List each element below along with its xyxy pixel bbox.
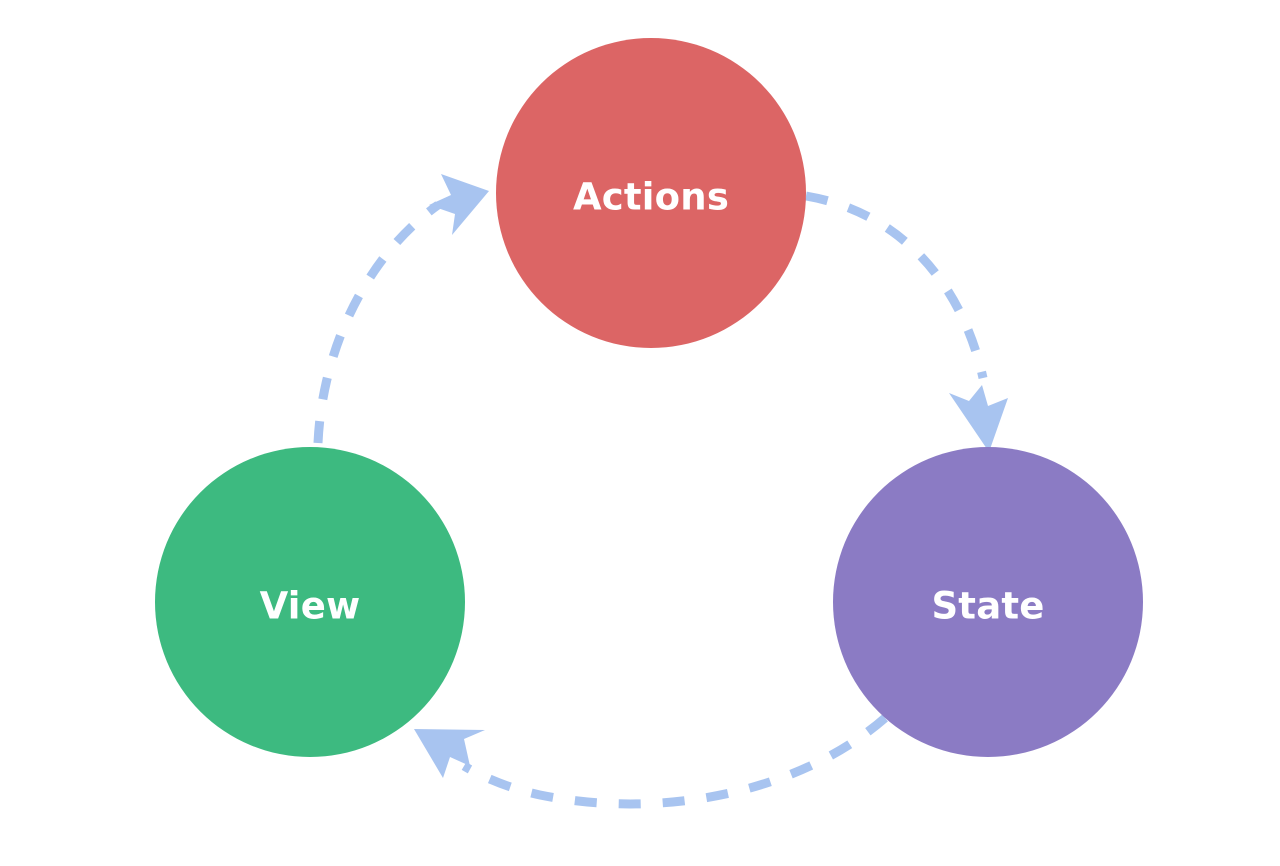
edge-actions-to-state-path — [805, 191, 988, 379]
node-actions-label: Actions — [573, 176, 729, 219]
node-view-circle[interactable] — [155, 447, 465, 757]
node-view-label: View — [260, 585, 361, 628]
edge-view-to-actions-path — [313, 201, 441, 444]
edge-state-to-view — [414, 714, 888, 809]
edge-state-to-view-arrowhead — [414, 729, 485, 778]
edge-state-to-view-path — [461, 714, 888, 809]
edge-view-to-actions-arrowhead — [429, 174, 489, 235]
edge-actions-to-state-arrowhead — [949, 385, 1008, 452]
node-actions[interactable]: Actions — [496, 38, 806, 348]
node-state-label: State — [931, 585, 1044, 628]
edge-actions-to-state — [805, 191, 1008, 452]
node-state[interactable]: State — [833, 447, 1143, 757]
edge-view-to-actions — [313, 174, 489, 444]
node-view[interactable]: View — [155, 447, 465, 757]
node-state-circle[interactable] — [833, 447, 1143, 757]
node-actions-circle[interactable] — [496, 38, 806, 348]
